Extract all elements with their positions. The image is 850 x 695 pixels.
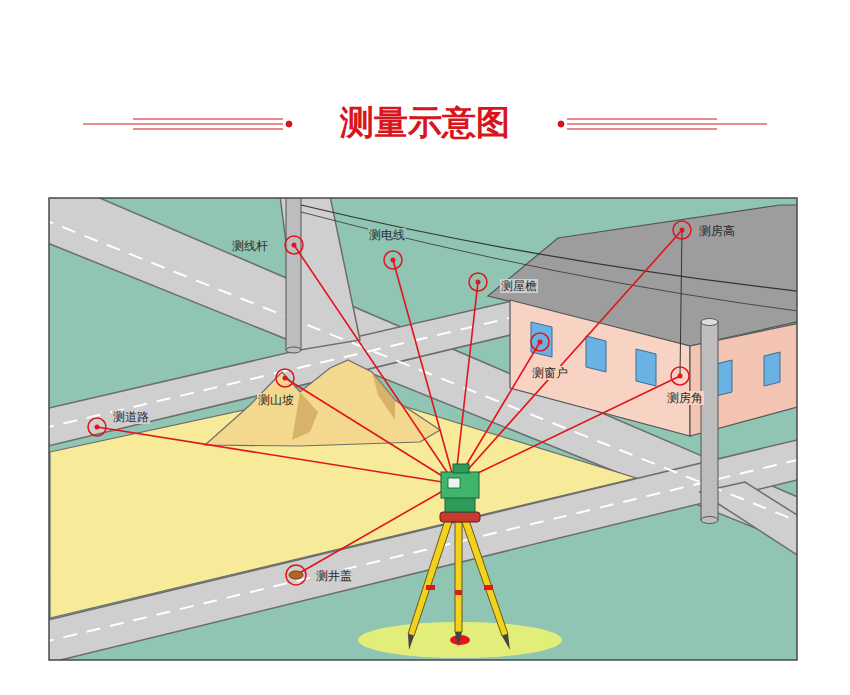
measure-label: 测电线 (368, 228, 406, 242)
measure-label: 测屋檐 (500, 279, 538, 293)
page-title: 测量示意图 (0, 100, 850, 144)
measure-label: 测道路 (112, 410, 150, 424)
picture-frame (49, 198, 797, 660)
measure-label: 测房高 (698, 224, 736, 238)
measure-label: 测窗户 (531, 366, 569, 380)
measure-label: 测井盖 (315, 569, 353, 583)
scene (49, 198, 797, 660)
measure-label: 测线杆 (231, 239, 269, 253)
measure-label: 测山坡 (257, 393, 295, 407)
measure-label: 测房角 (666, 391, 704, 405)
